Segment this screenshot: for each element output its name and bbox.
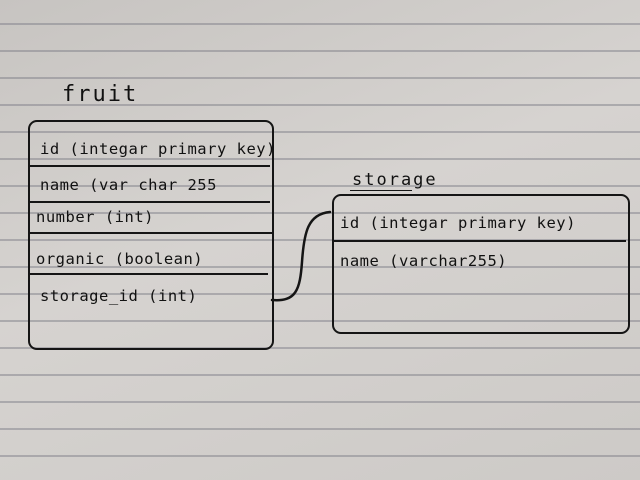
fruit-table-title: fruit (62, 82, 139, 107)
fruit-row-divider (30, 201, 270, 203)
storage-title-underline (350, 190, 412, 191)
fruit-field-id: id (integar primary key) (40, 140, 276, 158)
storage-field-name: name (varchar255) (340, 252, 508, 270)
fruit-row-divider (30, 165, 270, 167)
fruit-field-name: name (var char 255 (40, 176, 217, 194)
storage-field-id: id (integar primary key) (340, 214, 576, 232)
fruit-field-number: number (int) (36, 208, 154, 226)
fruit-field-storage-id: storage_id (int) (40, 287, 198, 305)
storage-row-divider (334, 240, 626, 242)
connector-line (270, 210, 332, 302)
storage-table-title: storage (352, 170, 438, 190)
fruit-field-organic: organic (boolean) (36, 250, 204, 268)
fruit-table-box (28, 120, 274, 350)
fruit-row-divider (30, 273, 268, 275)
storage-table-box (332, 194, 630, 334)
fruit-row-divider (30, 232, 272, 234)
